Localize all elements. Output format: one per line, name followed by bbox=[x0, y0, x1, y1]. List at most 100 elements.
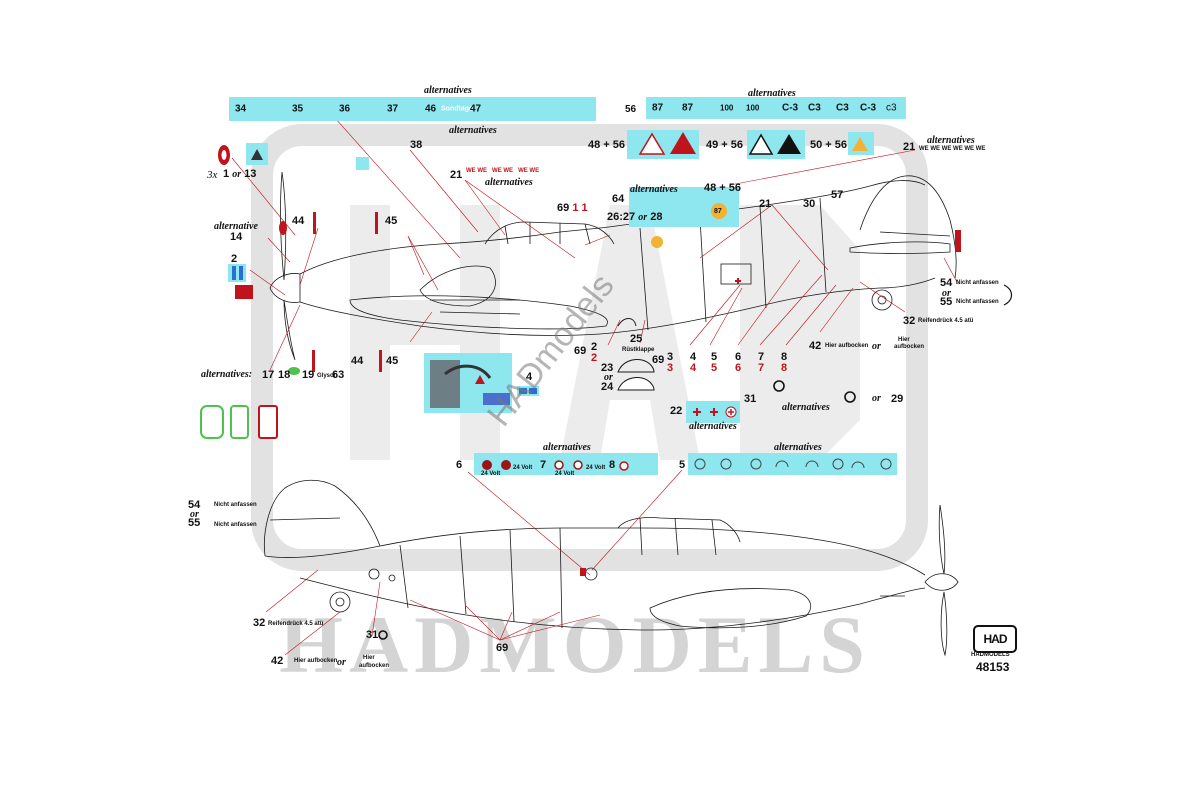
or-29: or bbox=[872, 393, 881, 404]
label-8-battery: 8 bbox=[609, 459, 616, 471]
alt-label-22: alternatives bbox=[689, 421, 737, 432]
decal-strip-top-right: 87 87 100 100 C-3 C3 C3 C-3 c3 bbox=[646, 97, 906, 119]
stencil-plates bbox=[200, 405, 278, 439]
alt-label-38: alternatives bbox=[449, 125, 497, 136]
label-55-top: 55 bbox=[940, 296, 953, 308]
label-69-top: 69 1 1 bbox=[557, 202, 588, 214]
decal-c3e: c3 bbox=[886, 102, 897, 114]
label-31-top: 31 bbox=[744, 393, 757, 405]
label-54-bottom: 54 bbox=[188, 499, 201, 511]
label-45-top: 45 bbox=[385, 215, 398, 227]
label-31-bottom: 31 bbox=[366, 629, 379, 641]
voltage-3: 24 Volt bbox=[555, 471, 575, 477]
decal-100a: 100 bbox=[720, 103, 734, 113]
alt-label-top-left: alternatives bbox=[424, 85, 472, 96]
alt-label-mid-strip: alternatives bbox=[630, 184, 678, 195]
bottom-aircraft-profile bbox=[264, 479, 959, 657]
aufbocken-top: aufbocken bbox=[894, 344, 925, 350]
red-rudder-mark bbox=[955, 230, 961, 252]
label-50-56: 50 + 56 bbox=[810, 139, 848, 151]
or-23-24: or bbox=[604, 372, 613, 383]
label-8-red: 8 bbox=[781, 362, 788, 374]
logo-subtext: HADMODELS bbox=[971, 652, 1010, 658]
voltage-4: 24 Volt bbox=[586, 465, 606, 471]
reifendruck-bottom: Reifendrück 4.5 atü bbox=[268, 621, 324, 627]
arrow-arc-right bbox=[1003, 284, 1013, 306]
nicht-anfassen-54-top: Nicht anfassen bbox=[956, 280, 999, 286]
label-44-bottom: 44 bbox=[351, 355, 364, 367]
nicht-anfassen-54-bottom: Nicht anfassen bbox=[214, 502, 257, 508]
voltage-2: 24 Volt bbox=[513, 465, 533, 471]
hier-aufbocken-bottom: Hier aufbocken bbox=[294, 658, 338, 664]
watermark-brand: HADMODELS bbox=[279, 599, 871, 690]
label-63: 63 bbox=[332, 369, 345, 381]
decal-35: 35 bbox=[292, 103, 304, 115]
product-number: 48153 bbox=[976, 660, 1010, 674]
rustklappe-label: Rüstklappe bbox=[622, 347, 655, 353]
label-56-top: 56 bbox=[625, 104, 637, 115]
we-stencils-right: WE WE WE WE WE WE bbox=[919, 146, 986, 152]
label-6: 6 bbox=[735, 351, 742, 363]
leader-lines-bottom bbox=[265, 469, 683, 656]
decal-87b: 87 bbox=[682, 102, 694, 114]
decal-36: 36 bbox=[339, 103, 351, 115]
label-87-disk: 87 bbox=[714, 208, 722, 215]
label-7-red: 7 bbox=[758, 362, 765, 374]
label-4-cockpit: 4 bbox=[526, 371, 533, 383]
label-21-top: 21 bbox=[903, 141, 916, 153]
label-23: 23 bbox=[601, 362, 614, 374]
green-drop-19 bbox=[288, 367, 300, 375]
red-cross-bottom bbox=[580, 568, 586, 576]
decal-87a: 87 bbox=[652, 102, 664, 114]
hadmodels-logo: HAD bbox=[973, 625, 1017, 653]
label-17: 17 bbox=[262, 369, 275, 381]
top-aircraft-profile bbox=[269, 171, 957, 361]
alt-label-14: alternative bbox=[214, 221, 258, 232]
label-69-mid: 69 bbox=[652, 354, 665, 366]
label-48-56-b: 48 + 56 bbox=[704, 182, 742, 194]
label-22: 22 bbox=[670, 405, 683, 417]
hier-bottom: Hier bbox=[363, 655, 375, 661]
decal-100b: 100 bbox=[746, 103, 760, 113]
label-69-bottom: 69 bbox=[496, 642, 509, 654]
small-circle-decals bbox=[378, 380, 856, 640]
decal-sondtage: Sondtage bbox=[441, 105, 473, 113]
label-64: 64 bbox=[612, 193, 625, 205]
watermark-letters bbox=[350, 205, 860, 460]
label-21-center: 21 bbox=[759, 198, 772, 210]
label-6-red: 6 bbox=[735, 362, 742, 374]
label-24: 24 bbox=[601, 381, 614, 393]
label-5: 5 bbox=[711, 351, 718, 363]
voltage-1: 24 Volt bbox=[481, 471, 501, 477]
decal-strip-crosses bbox=[686, 401, 740, 423]
label-2-mid-red: 2 bbox=[591, 352, 598, 364]
reifendruck-top: Reifendrück 4.5 atü bbox=[918, 318, 974, 324]
label-32-top: 32 bbox=[903, 315, 916, 327]
watermark-frame bbox=[251, 124, 928, 571]
alt-label-top-right: alternatives bbox=[748, 88, 796, 99]
label-4: 4 bbox=[690, 351, 697, 363]
left-swatches bbox=[218, 143, 382, 372]
decal-c3c: C3 bbox=[836, 102, 849, 114]
leader-lines-top bbox=[231, 117, 959, 371]
label-42-top: 42 bbox=[809, 340, 822, 352]
decal-strip-triangles-2 bbox=[747, 130, 805, 159]
label-3x: 3x bbox=[207, 169, 218, 181]
decal-strip-triangles-3 bbox=[848, 132, 874, 155]
alt-label-31-top: alternatives bbox=[782, 402, 830, 413]
decal-c3d: C-3 bbox=[860, 102, 877, 114]
glysol-19: Glysol bbox=[317, 373, 336, 379]
label-5-gauges: 5 bbox=[679, 459, 686, 471]
label-21-mid: 21 bbox=[450, 169, 463, 181]
cockpit-detail-decal bbox=[424, 353, 539, 413]
orange-disk-small bbox=[651, 236, 663, 248]
label-4-red: 4 bbox=[690, 362, 697, 374]
canopy-outlines bbox=[617, 318, 655, 391]
label-45-bottom: 45 bbox=[386, 355, 399, 367]
label-14: 14 bbox=[230, 231, 243, 243]
nicht-anfassen-55-bottom: Nicht anfassen bbox=[214, 522, 257, 528]
nicht-anfassen-55-top: Nicht anfassen bbox=[956, 299, 999, 305]
label-26-27-28: 26:27 or 28 bbox=[607, 211, 663, 223]
alt-label-21-right: alternatives bbox=[927, 135, 975, 146]
